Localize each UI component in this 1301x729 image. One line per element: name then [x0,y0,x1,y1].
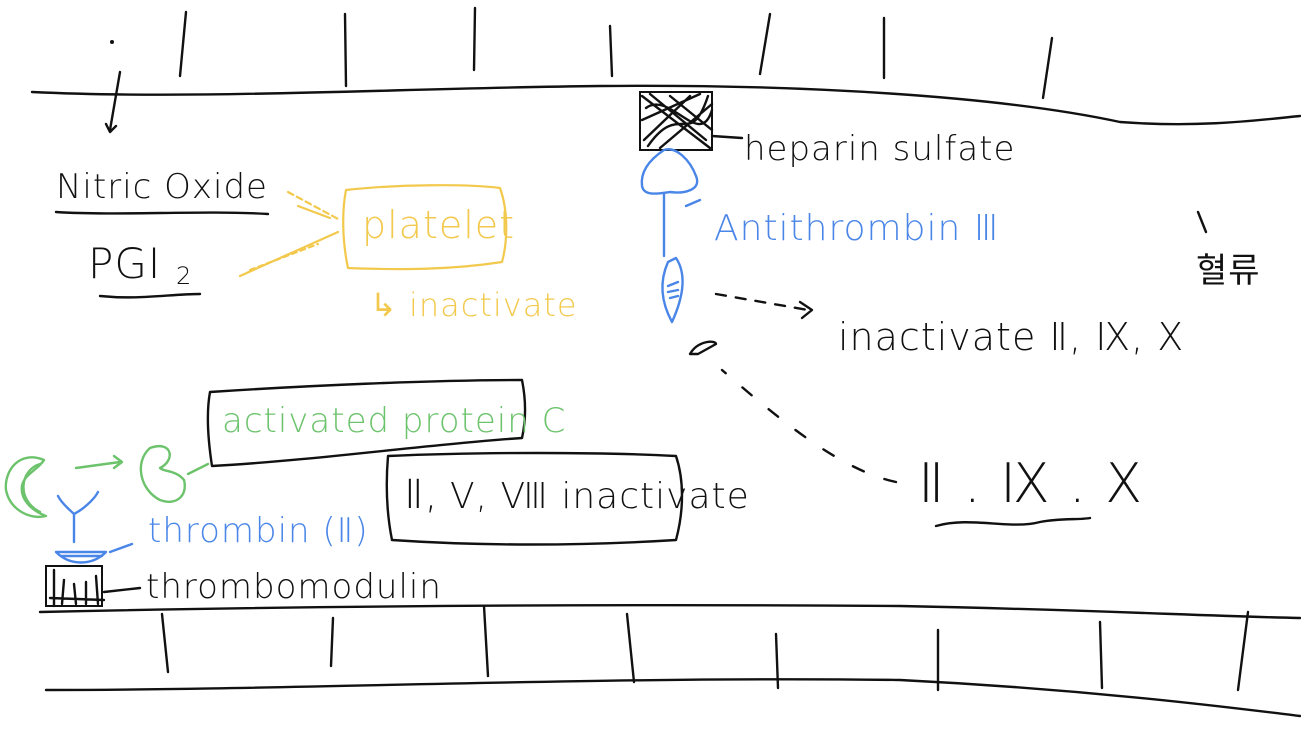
activated-protein-c-label: activated protein C [222,401,566,441]
factors-underline [934,516,1092,528]
upper-endothelial-ticks [178,6,1054,100]
platelet-label: platelet [362,203,515,247]
pgi2-label: PGI [88,239,161,288]
factor-inactivate-box [385,451,684,546]
korean-note-mark [1196,210,1208,234]
thrombin-receptor-shape [54,490,134,564]
nitric-oxide-underline [54,210,270,216]
thrombomodulin-marker [45,565,142,608]
factors-label: Ⅱ . Ⅸ . Ⅹ [918,452,1143,515]
lower-endothelial-ticks [160,604,1250,692]
korean-note-label: 혈류 [1196,251,1261,291]
lower-vessel-wall-outer [44,678,1301,718]
factor-inactivate-prefix: Ⅱ, [404,472,438,518]
antithrombin-shape [640,148,699,324]
pgi2-underline [98,292,202,299]
thrombin-label: thrombin (Ⅱ) [148,511,369,551]
factors-feedback-arrow [688,340,898,484]
antithrombin-label: Antithrombin Ⅲ [714,208,1000,249]
antithrombin-inactivate-arrow [714,292,814,320]
platelet-box [342,184,508,271]
nitric-oxide-source-arrow [104,40,122,134]
antithrombin-pointer [684,198,702,208]
upper-vessel-wall [30,84,1301,126]
activated-protein-c-box [206,378,527,468]
inactivate-factors-label: inactivate Ⅱ, Ⅸ, Ⅹ [838,315,1184,359]
lower-vessel-wall-inner [38,604,1301,620]
protein-c-shapes [4,445,210,519]
factor-inactivate-label: Ⅴ, Ⅷ inactivate [450,476,750,517]
heparin-sulfate-marker [639,91,744,151]
heparin-sulfate-label: heparin sulfate [744,129,1015,169]
nitric-oxide-label: Nitric Oxide [56,167,268,207]
thrombomodulin-label: thrombomodulin [146,567,442,607]
platelet-inactivate-label: ↳ inactivate [370,286,578,324]
inhibition-arrows-to-platelet [238,190,342,278]
pgi2-subscript: 2 [176,262,192,290]
